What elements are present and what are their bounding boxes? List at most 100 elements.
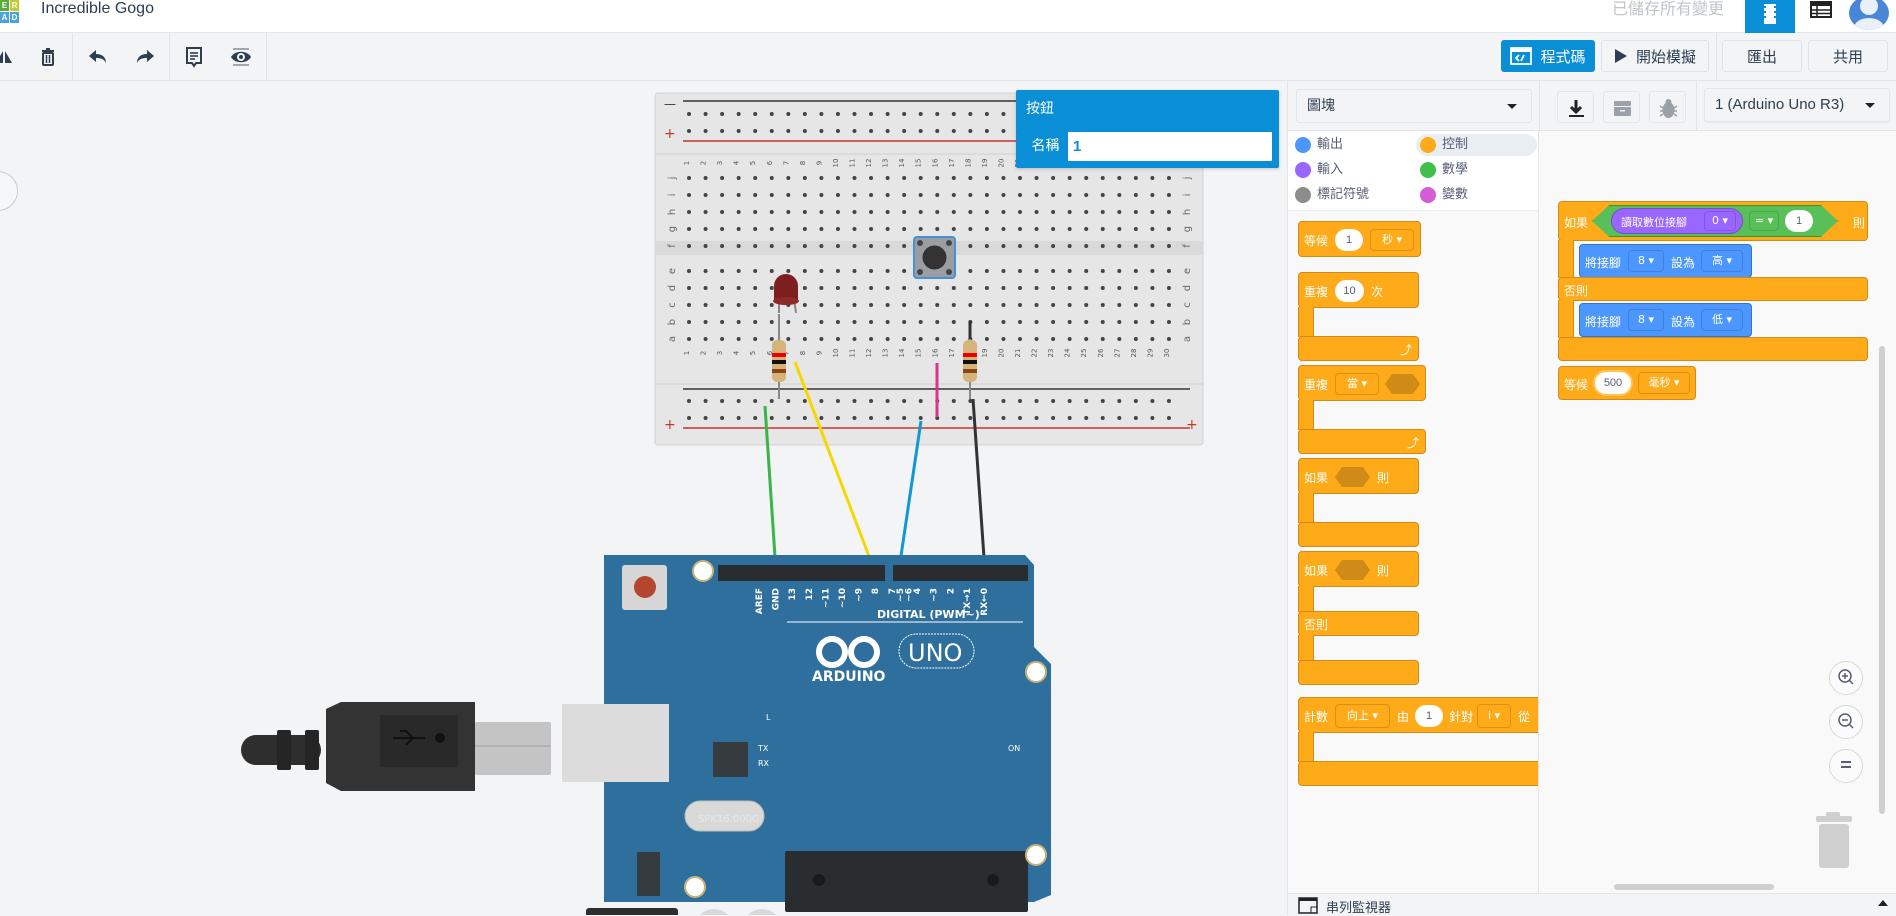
breadboard-hole[interactable]	[968, 416, 973, 420]
breadboard-hole[interactable]	[1018, 399, 1022, 403]
palette-repeat-block[interactable]: 重複 10 次	[1298, 272, 1419, 308]
breadboard-hole[interactable]	[1018, 244, 1022, 248]
breadboard-hole[interactable]	[736, 227, 741, 231]
breadboard-hole[interactable]	[786, 269, 791, 273]
wait-unit-dropdown[interactable]: 秒 ▾	[1370, 229, 1414, 251]
breadboard-hole[interactable]	[703, 337, 708, 341]
breadboard-hole[interactable]	[1084, 210, 1089, 214]
category-variables[interactable]: 變數	[1416, 184, 1537, 206]
breadboard-hole[interactable]	[869, 244, 874, 248]
breadboard-hole[interactable]	[1133, 244, 1138, 248]
breadboard-hole[interactable]	[835, 416, 840, 420]
horizontal-scrollbar[interactable]	[1614, 884, 1774, 890]
breadboard-hole[interactable]	[1067, 399, 1072, 403]
breadboard-hole[interactable]	[835, 269, 840, 273]
breadboard-hole[interactable]	[802, 193, 807, 197]
breadboard-hole[interactable]	[1150, 303, 1155, 307]
breadboard-hole[interactable]	[1133, 320, 1138, 324]
breadboard-hole[interactable]	[951, 286, 956, 290]
breadboard-hole[interactable]	[703, 227, 708, 231]
breadboard-hole[interactable]	[869, 269, 874, 273]
breadboard-hole[interactable]	[852, 176, 857, 180]
breadboard-hole[interactable]	[951, 112, 956, 116]
breadboard-hole[interactable]	[835, 303, 840, 307]
breadboard-hole[interactable]	[1100, 399, 1105, 403]
breadboard-hole[interactable]	[984, 176, 989, 180]
breadboard-hole[interactable]	[1100, 303, 1105, 307]
condition-slot[interactable]	[1385, 374, 1420, 394]
breadboard-hole[interactable]	[1001, 269, 1006, 273]
count-step-input[interactable]: 1	[1415, 705, 1443, 727]
breadboard-hole[interactable]	[1034, 416, 1039, 420]
breadboard-hole[interactable]	[1150, 244, 1155, 248]
breadboard-hole[interactable]	[918, 303, 923, 307]
breadboard-hole[interactable]	[869, 399, 874, 403]
breadboard-hole[interactable]	[1117, 269, 1122, 273]
breadboard-hole[interactable]	[852, 320, 857, 324]
breadboard-hole[interactable]	[869, 416, 874, 420]
breadboard-hole[interactable]	[951, 337, 956, 341]
breadboard-hole[interactable]	[1100, 286, 1105, 290]
breadboard-hole[interactable]	[1034, 176, 1039, 180]
breadboard-hole[interactable]	[1034, 244, 1039, 248]
breadboard-hole[interactable]	[1001, 193, 1006, 197]
breadboard-hole[interactable]	[802, 210, 807, 214]
breadboard-hole[interactable]	[1018, 227, 1022, 231]
vertical-scrollbar[interactable]	[1879, 346, 1885, 814]
breadboard-hole[interactable]	[687, 320, 691, 324]
breadboard-hole[interactable]	[885, 269, 890, 273]
breadboard-hole[interactable]	[951, 303, 956, 307]
breadboard-hole[interactable]	[1067, 193, 1072, 197]
breadboard-hole[interactable]	[786, 112, 791, 116]
breadboard-hole[interactable]	[918, 176, 923, 180]
breadboard-hole[interactable]	[1001, 244, 1006, 248]
visibility-button[interactable]	[229, 45, 253, 69]
breadboard-hole[interactable]	[968, 303, 973, 307]
redo-button[interactable]	[133, 45, 157, 69]
breadboard-hole[interactable]	[736, 337, 741, 341]
breadboard-hole[interactable]	[902, 129, 907, 133]
pin-dropdown[interactable]: 8 ▾	[1628, 250, 1664, 272]
breadboard-hole[interactable]	[1166, 244, 1171, 248]
breadboard-hole[interactable]	[753, 129, 758, 133]
breadboard-hole[interactable]	[902, 176, 907, 180]
breadboard-hole[interactable]	[935, 227, 940, 231]
breadboard-hole[interactable]	[786, 227, 791, 231]
breadboard-hole[interactable]	[1150, 286, 1155, 290]
project-title[interactable]: Incredible Gogo	[41, 0, 154, 17]
breadboard-hole[interactable]	[852, 112, 857, 116]
breadboard-hole[interactable]	[687, 227, 691, 231]
breadboard-hole[interactable]	[918, 416, 923, 420]
breadboard-hole[interactable]	[869, 227, 874, 231]
breadboard-hole[interactable]	[918, 399, 923, 403]
breadboard-hole[interactable]	[835, 176, 840, 180]
breadboard-hole[interactable]	[918, 210, 923, 214]
breadboard-hole[interactable]	[703, 210, 708, 214]
breadboard-hole[interactable]	[1100, 269, 1105, 273]
breadboard-hole[interactable]	[1100, 244, 1105, 248]
breadboard-hole[interactable]	[1084, 320, 1089, 324]
breadboard-hole[interactable]	[736, 269, 741, 273]
breadboard-hole[interactable]	[1034, 210, 1039, 214]
notes-button[interactable]	[182, 45, 206, 69]
breadboard-hole[interactable]	[769, 286, 774, 290]
breadboard-hole[interactable]	[885, 227, 890, 231]
breadboard-hole[interactable]	[935, 320, 940, 324]
breadboard-hole[interactable]	[786, 320, 791, 324]
zoom-out-button[interactable]	[1829, 705, 1863, 739]
breadboard-hole[interactable]	[1001, 112, 1006, 116]
breadboard-hole[interactable]	[968, 176, 973, 180]
breadboard-hole[interactable]	[869, 337, 874, 341]
breadboard-hole[interactable]	[1166, 193, 1171, 197]
breadboard-hole[interactable]	[1001, 399, 1006, 403]
breadboard-hole[interactable]	[1051, 269, 1056, 273]
breadboard-hole[interactable]	[1018, 176, 1022, 180]
breadboard-hole[interactable]	[1150, 399, 1155, 403]
breadboard-hole[interactable]	[703, 303, 708, 307]
breadboard-hole[interactable]	[736, 210, 741, 214]
breadboard-hole[interactable]	[687, 244, 691, 248]
breadboard-hole[interactable]	[918, 129, 923, 133]
breadboard-hole[interactable]	[703, 129, 708, 133]
breadboard-hole[interactable]	[1133, 337, 1138, 341]
zoom-in-button[interactable]	[1829, 661, 1863, 695]
